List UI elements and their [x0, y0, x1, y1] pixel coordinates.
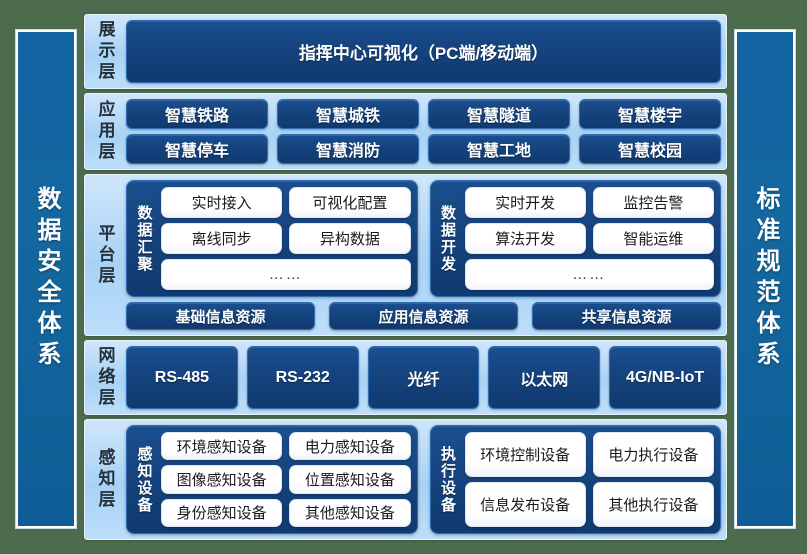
chip-smart-building[interactable]: 智慧楼宇 [579, 99, 721, 129]
layer-network-label: 网络层 [95, 346, 115, 409]
chip-smart-construction-site[interactable]: 智慧工地 [428, 134, 570, 164]
chip-location-sensing-device[interactable]: 位置感知设备 [289, 465, 411, 494]
group-actuator-devices-grid: 环境控制设备 电力执行设备 信息发布设备 其他执行设备 [464, 432, 714, 527]
group-data-aggregation-grid: 实时接入 可视化配置 离线同步 异构数据 …… [161, 187, 411, 290]
platform-resources-row: 基础信息资源 应用信息资源 共享信息资源 [126, 302, 721, 330]
chip-visual-configuration[interactable]: 可视化配置 [289, 187, 411, 218]
sensing-row-1: 环境感知设备 电力感知设备 [161, 432, 411, 461]
left-pillar-data-security: 数据安全体系 [16, 30, 76, 528]
chip-application-information-resources[interactable]: 应用信息资源 [329, 302, 518, 330]
actuator-row-1: 环境控制设备 电力执行设备 [464, 432, 714, 477]
group-data-development-grid: 实时开发 监控告警 算法开发 智能运维 …… [464, 187, 714, 290]
layer-display: 展示层 指挥中心可视化（PC端/移动端） [84, 14, 727, 89]
right-pillar-standards: 标准规范体系 [735, 30, 795, 528]
group-actuator-devices-title: 执行设备 [439, 445, 456, 514]
chip-realtime-development[interactable]: 实时开发 [464, 187, 586, 218]
layer-display-label: 展示层 [95, 20, 115, 83]
chip-smart-parking[interactable]: 智慧停车 [126, 134, 268, 164]
layer-network-body: RS-485 RS-232 光纤 以太网 4G/NB-IoT [126, 346, 721, 409]
layer-application-label: 应用层 [95, 100, 115, 163]
actuator-row-2: 信息发布设备 其他执行设备 [464, 482, 714, 527]
chip-realtime-ingest[interactable]: 实时接入 [161, 187, 283, 218]
platform-groups: 数据汇聚 实时接入 可视化配置 离线同步 异构数据 …… [126, 180, 721, 297]
layer-perception-label: 感知层 [95, 448, 115, 511]
chip-aggregation-ellipsis[interactable]: …… [161, 259, 411, 290]
layer-application-body: 智慧铁路 智慧城铁 智慧隧道 智慧楼宇 智慧停车 智慧消防 智慧工地 智慧校园 [126, 99, 721, 164]
application-row-2: 智慧停车 智慧消防 智慧工地 智慧校园 [126, 134, 721, 164]
group-data-aggregation: 数据汇聚 实时接入 可视化配置 离线同步 异构数据 …… [126, 180, 418, 297]
chip-power-actuator-device[interactable]: 电力执行设备 [592, 432, 714, 477]
chip-development-ellipsis[interactable]: …… [464, 259, 714, 290]
display-row: 指挥中心可视化（PC端/移动端） [126, 20, 721, 83]
chip-intelligent-operations[interactable]: 智能运维 [592, 223, 714, 254]
chip-other-actuator-device[interactable]: 其他执行设备 [592, 482, 714, 527]
layer-network: 网络层 RS-485 RS-232 光纤 以太网 4G/NB-IoT [84, 340, 727, 415]
sensing-row-2: 图像感知设备 位置感知设备 [161, 465, 411, 494]
chip-identity-sensing-device[interactable]: 身份感知设备 [161, 498, 283, 527]
chip-heterogeneous-data[interactable]: 异构数据 [289, 223, 411, 254]
group-sensing-devices: 感知设备 环境感知设备 电力感知设备 图像感知设备 位置感知设备 [126, 425, 418, 534]
chip-information-release-device[interactable]: 信息发布设备 [464, 482, 586, 527]
layer-display-body: 指挥中心可视化（PC端/移动端） [126, 20, 721, 83]
chip-rs-485[interactable]: RS-485 [126, 346, 238, 409]
aggregation-row-2: 离线同步 异构数据 [161, 223, 411, 254]
aggregation-row-1: 实时接入 可视化配置 [161, 187, 411, 218]
layer-application: 应用层 智慧铁路 智慧城铁 智慧隧道 智慧楼宇 智慧停车 智慧消防 智慧工地 智… [84, 93, 727, 170]
left-pillar-label: 数据安全体系 [33, 186, 60, 372]
chip-rs-232[interactable]: RS-232 [246, 346, 359, 409]
group-actuator-devices: 执行设备 环境控制设备 电力执行设备 信息发布设备 其他执行设备 [429, 425, 721, 534]
chip-smart-urban-rail[interactable]: 智慧城铁 [277, 99, 419, 129]
chip-other-sensing-device[interactable]: 其他感知设备 [289, 498, 411, 527]
chip-smart-tunnel[interactable]: 智慧隧道 [428, 99, 570, 129]
chip-optical-fiber[interactable]: 光纤 [367, 346, 480, 409]
layer-platform-body: 数据汇聚 实时接入 可视化配置 离线同步 异构数据 …… [126, 180, 721, 330]
sensing-row-3: 身份感知设备 其他感知设备 [161, 498, 411, 527]
chip-monitoring-alarm[interactable]: 监控告警 [592, 187, 714, 218]
layer-perception: 感知层 感知设备 环境感知设备 电力感知设备 图像感知设备 [84, 419, 727, 540]
group-sensing-devices-title: 感知设备 [135, 445, 153, 514]
chip-offline-sync[interactable]: 离线同步 [161, 223, 283, 254]
layer-perception-body: 感知设备 环境感知设备 电力感知设备 图像感知设备 位置感知设备 [126, 425, 721, 534]
chip-environment-sensing-device[interactable]: 环境感知设备 [161, 432, 283, 461]
chip-environment-control-device[interactable]: 环境控制设备 [464, 432, 586, 477]
right-pillar-label: 标准规范体系 [752, 186, 779, 372]
chip-command-center-visualization[interactable]: 指挥中心可视化（PC端/移动端） [126, 20, 721, 83]
layer-stack: 展示层 指挥中心可视化（PC端/移动端） 应用层 智慧铁路 智慧城铁 智慧隧道 … [84, 14, 727, 540]
chip-image-sensing-device[interactable]: 图像感知设备 [161, 465, 283, 494]
group-sensing-devices-grid: 环境感知设备 电力感知设备 图像感知设备 位置感知设备 身份感知设备 其他感知设… [161, 432, 411, 527]
development-row-3: …… [464, 259, 714, 290]
development-row-1: 实时开发 监控告警 [464, 187, 714, 218]
chip-smart-campus[interactable]: 智慧校园 [579, 134, 721, 164]
group-data-aggregation-title: 数据汇聚 [135, 204, 153, 273]
group-data-development-title: 数据开发 [439, 204, 456, 273]
chip-basic-information-resources[interactable]: 基础信息资源 [126, 302, 315, 330]
chip-algorithm-development[interactable]: 算法开发 [464, 223, 586, 254]
layer-platform: 平台层 数据汇聚 实时接入 可视化配置 离线同步 异 [84, 174, 727, 336]
chip-shared-information-resources[interactable]: 共享信息资源 [532, 302, 721, 330]
chip-ethernet[interactable]: 以太网 [488, 346, 601, 409]
chip-smart-firefighting[interactable]: 智慧消防 [277, 134, 419, 164]
chip-smart-railway[interactable]: 智慧铁路 [126, 99, 268, 129]
group-data-development: 数据开发 实时开发 监控告警 算法开发 智能运维 …… [429, 180, 721, 297]
application-row-1: 智慧铁路 智慧城铁 智慧隧道 智慧楼宇 [126, 99, 721, 129]
chip-4g-nb-iot[interactable]: 4G/NB-IoT [609, 346, 721, 409]
layer-platform-label: 平台层 [95, 223, 115, 287]
aggregation-row-3: …… [161, 259, 411, 290]
network-row: RS-485 RS-232 光纤 以太网 4G/NB-IoT [126, 346, 721, 409]
perception-groups: 感知设备 环境感知设备 电力感知设备 图像感知设备 位置感知设备 [126, 425, 721, 534]
chip-power-sensing-device[interactable]: 电力感知设备 [289, 432, 411, 461]
development-row-2: 算法开发 智能运维 [464, 223, 714, 254]
